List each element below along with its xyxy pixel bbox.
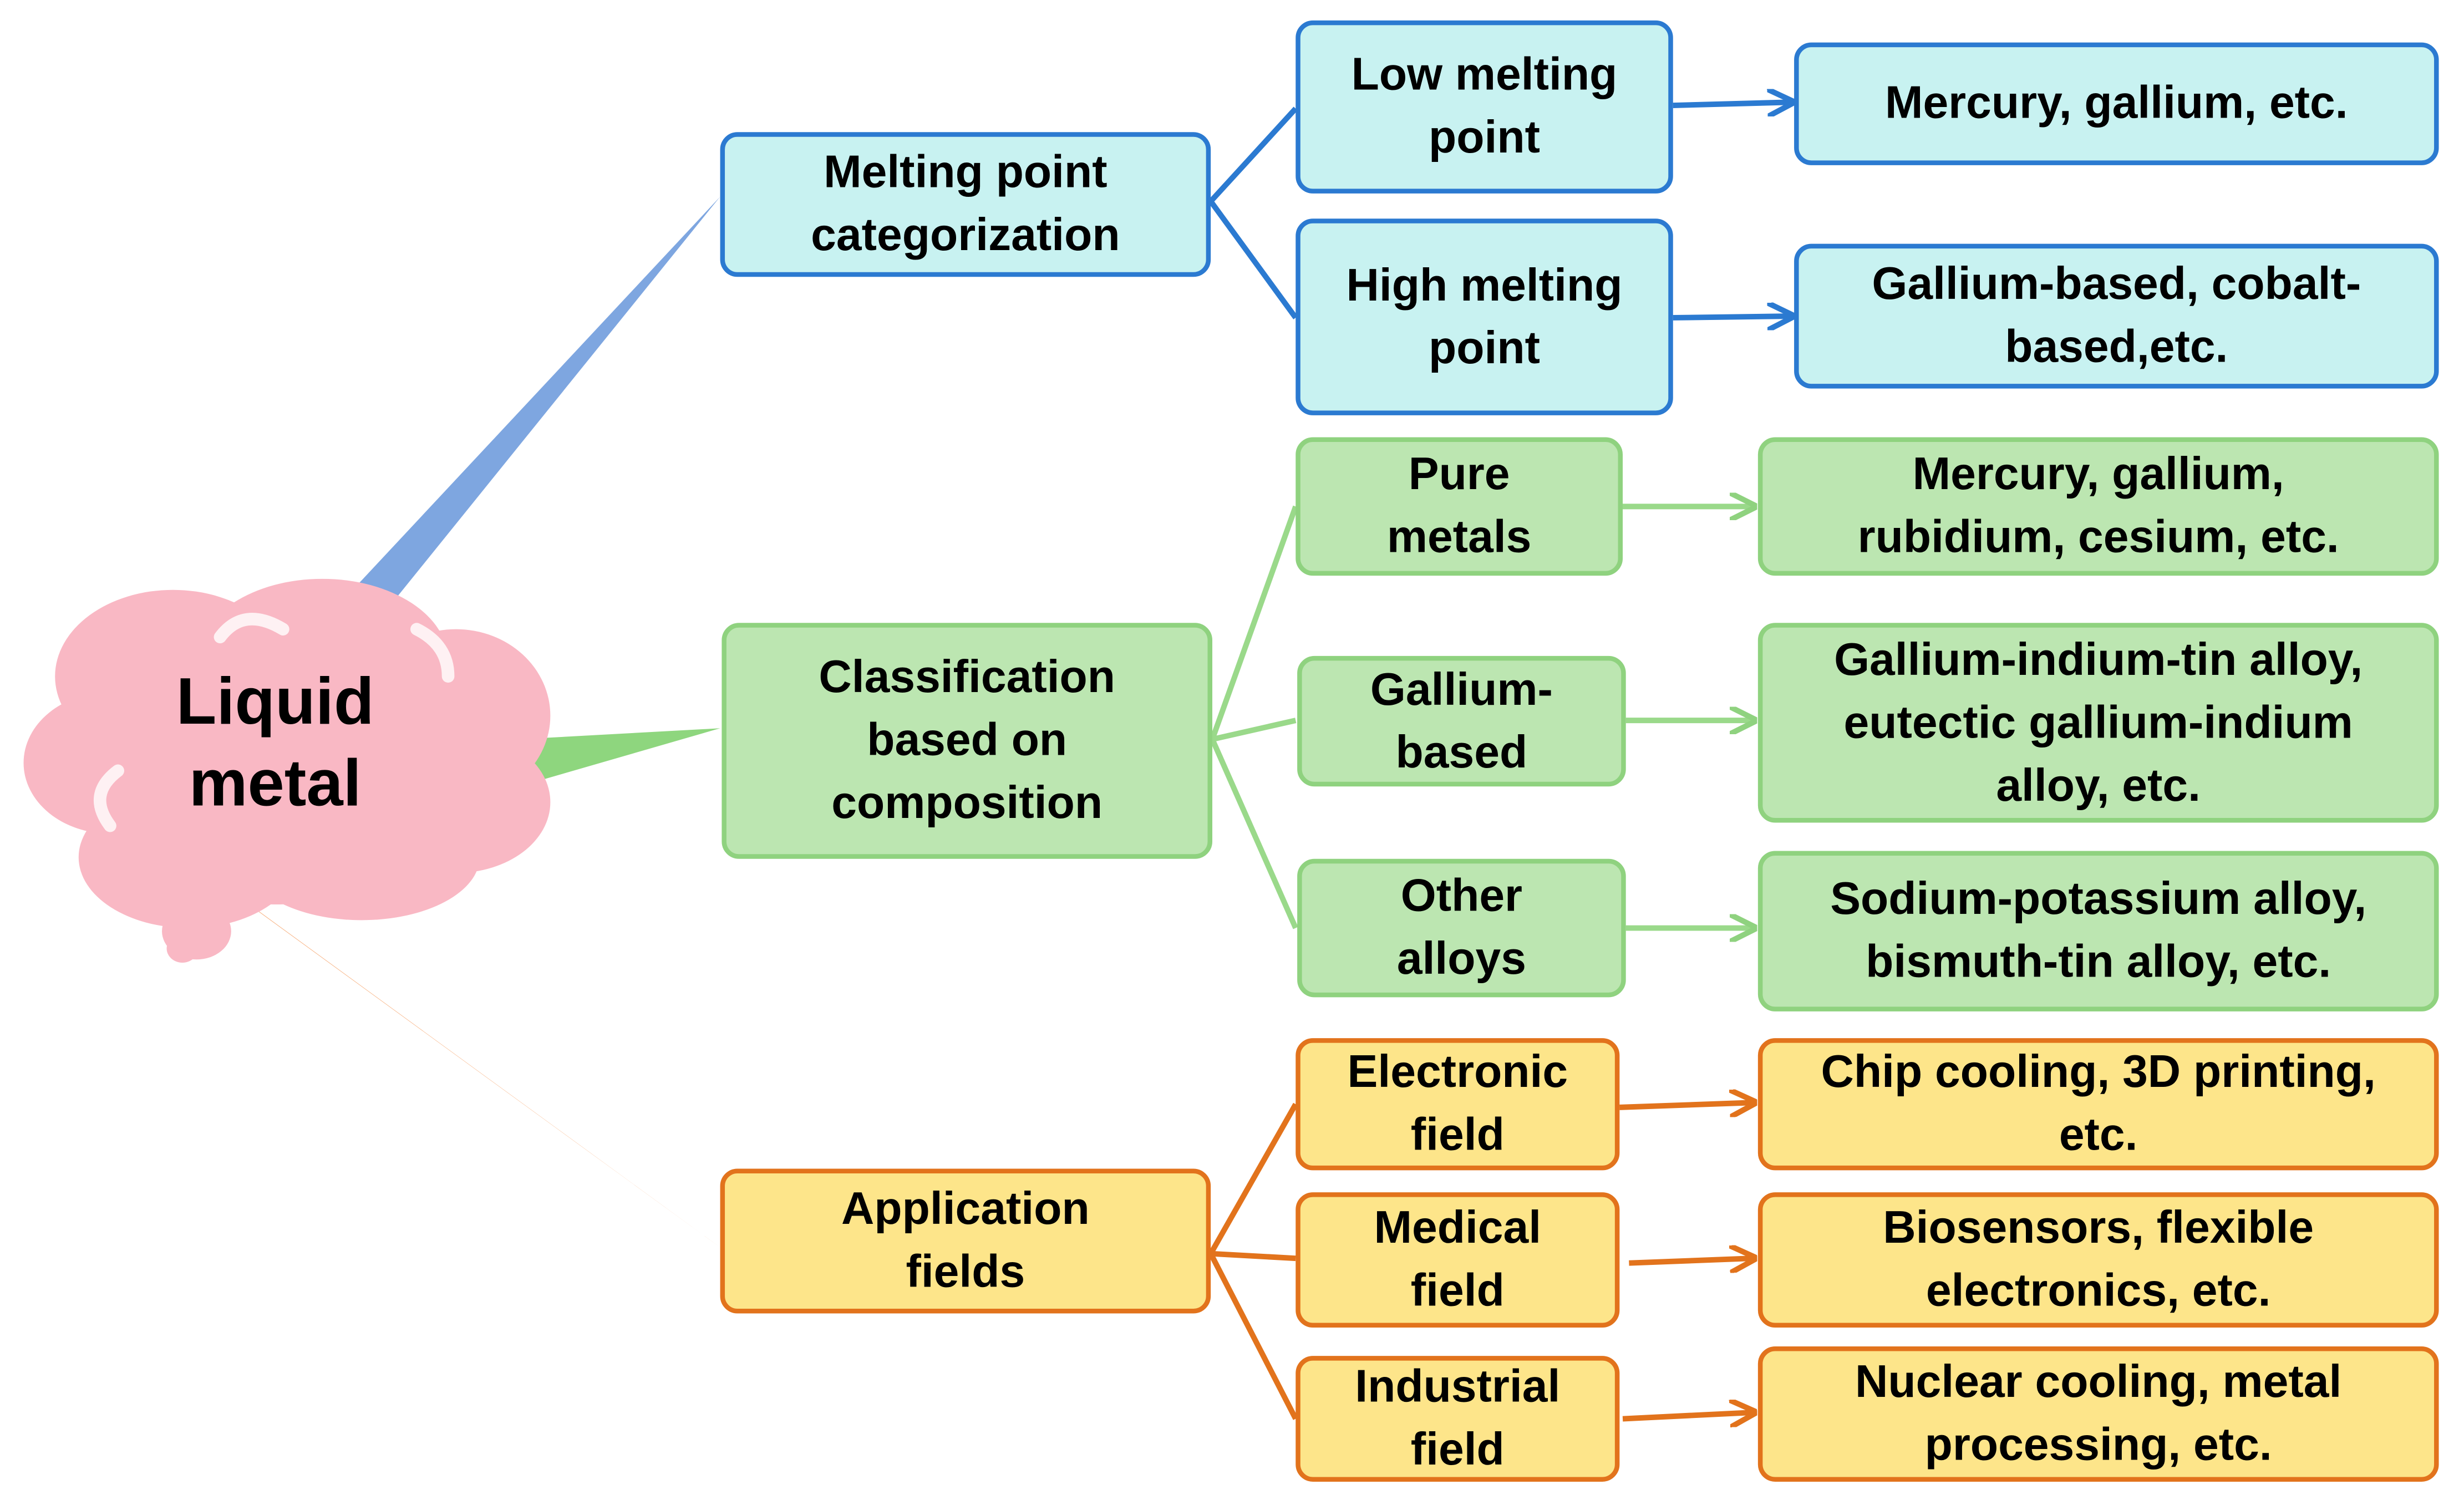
example-medical-field: Biosensors, flexible electronics, etc.	[1757, 1192, 2439, 1328]
root-node-label: Liquid metal	[176, 664, 374, 820]
link-application-to-industrial	[1208, 1252, 1298, 1420]
node-electronic-field: Electronic field	[1295, 1038, 1620, 1171]
example-gallium-based: Gallium-indium-tin alloy, eutectic galli…	[1757, 623, 2439, 823]
node-gallium-based: Gallium- based	[1297, 655, 1626, 787]
example-industrial-field: Nuclear cooling, metal processing, etc.	[1757, 1346, 2439, 1482]
link-application-to-electronic	[1208, 1102, 1298, 1255]
link-composition-to-pure	[1210, 505, 1298, 740]
node-industrial-field: Industrial field	[1295, 1356, 1620, 1482]
node-high-melting: High melting point	[1295, 218, 1673, 415]
node-low-melting: Low melting point	[1295, 20, 1673, 194]
example-low-melting: Mercury, gallium, etc.	[1794, 42, 2439, 165]
example-pure-metals: Mercury, gallium, rubidium, cesium, etc.	[1757, 437, 2439, 576]
arrow-electronic-to-example	[1619, 1102, 1751, 1107]
arrow-high-to-example	[1673, 316, 1790, 318]
example-other-alloys: Sodium-potassium alloy, bismuth-tin allo…	[1757, 851, 2439, 1011]
arrow-industrial-to-example	[1622, 1412, 1751, 1419]
node-other-alloys: Other alloys	[1297, 858, 1626, 998]
node-composition: Classification based on composition	[722, 623, 1213, 859]
link-melting-to-low	[1208, 106, 1298, 204]
link-application-to-medical	[1210, 1250, 1296, 1262]
branch-connector-composition	[519, 728, 720, 787]
arrow-medical-to-example	[1629, 1258, 1751, 1263]
node-application-fields: Application fields	[720, 1168, 1211, 1314]
example-high-melting: Gallium-based, cobalt- based,etc.	[1794, 243, 2439, 389]
node-melting-point: Melting point categorization	[720, 132, 1211, 277]
node-medical-field: Medical field	[1295, 1192, 1620, 1328]
link-composition-to-gallium	[1211, 718, 1297, 742]
arrow-low-to-example	[1673, 102, 1790, 105]
branch-connector-melting	[338, 196, 720, 622]
branch-connector-application	[228, 888, 720, 1248]
link-melting-to-high	[1208, 200, 1298, 319]
link-composition-to-other	[1210, 738, 1298, 929]
cloud-icon	[23, 578, 551, 963]
example-electronic-field: Chip cooling, 3D printing, etc.	[1757, 1038, 2439, 1171]
node-pure-metals: Pure metals	[1295, 437, 1623, 576]
